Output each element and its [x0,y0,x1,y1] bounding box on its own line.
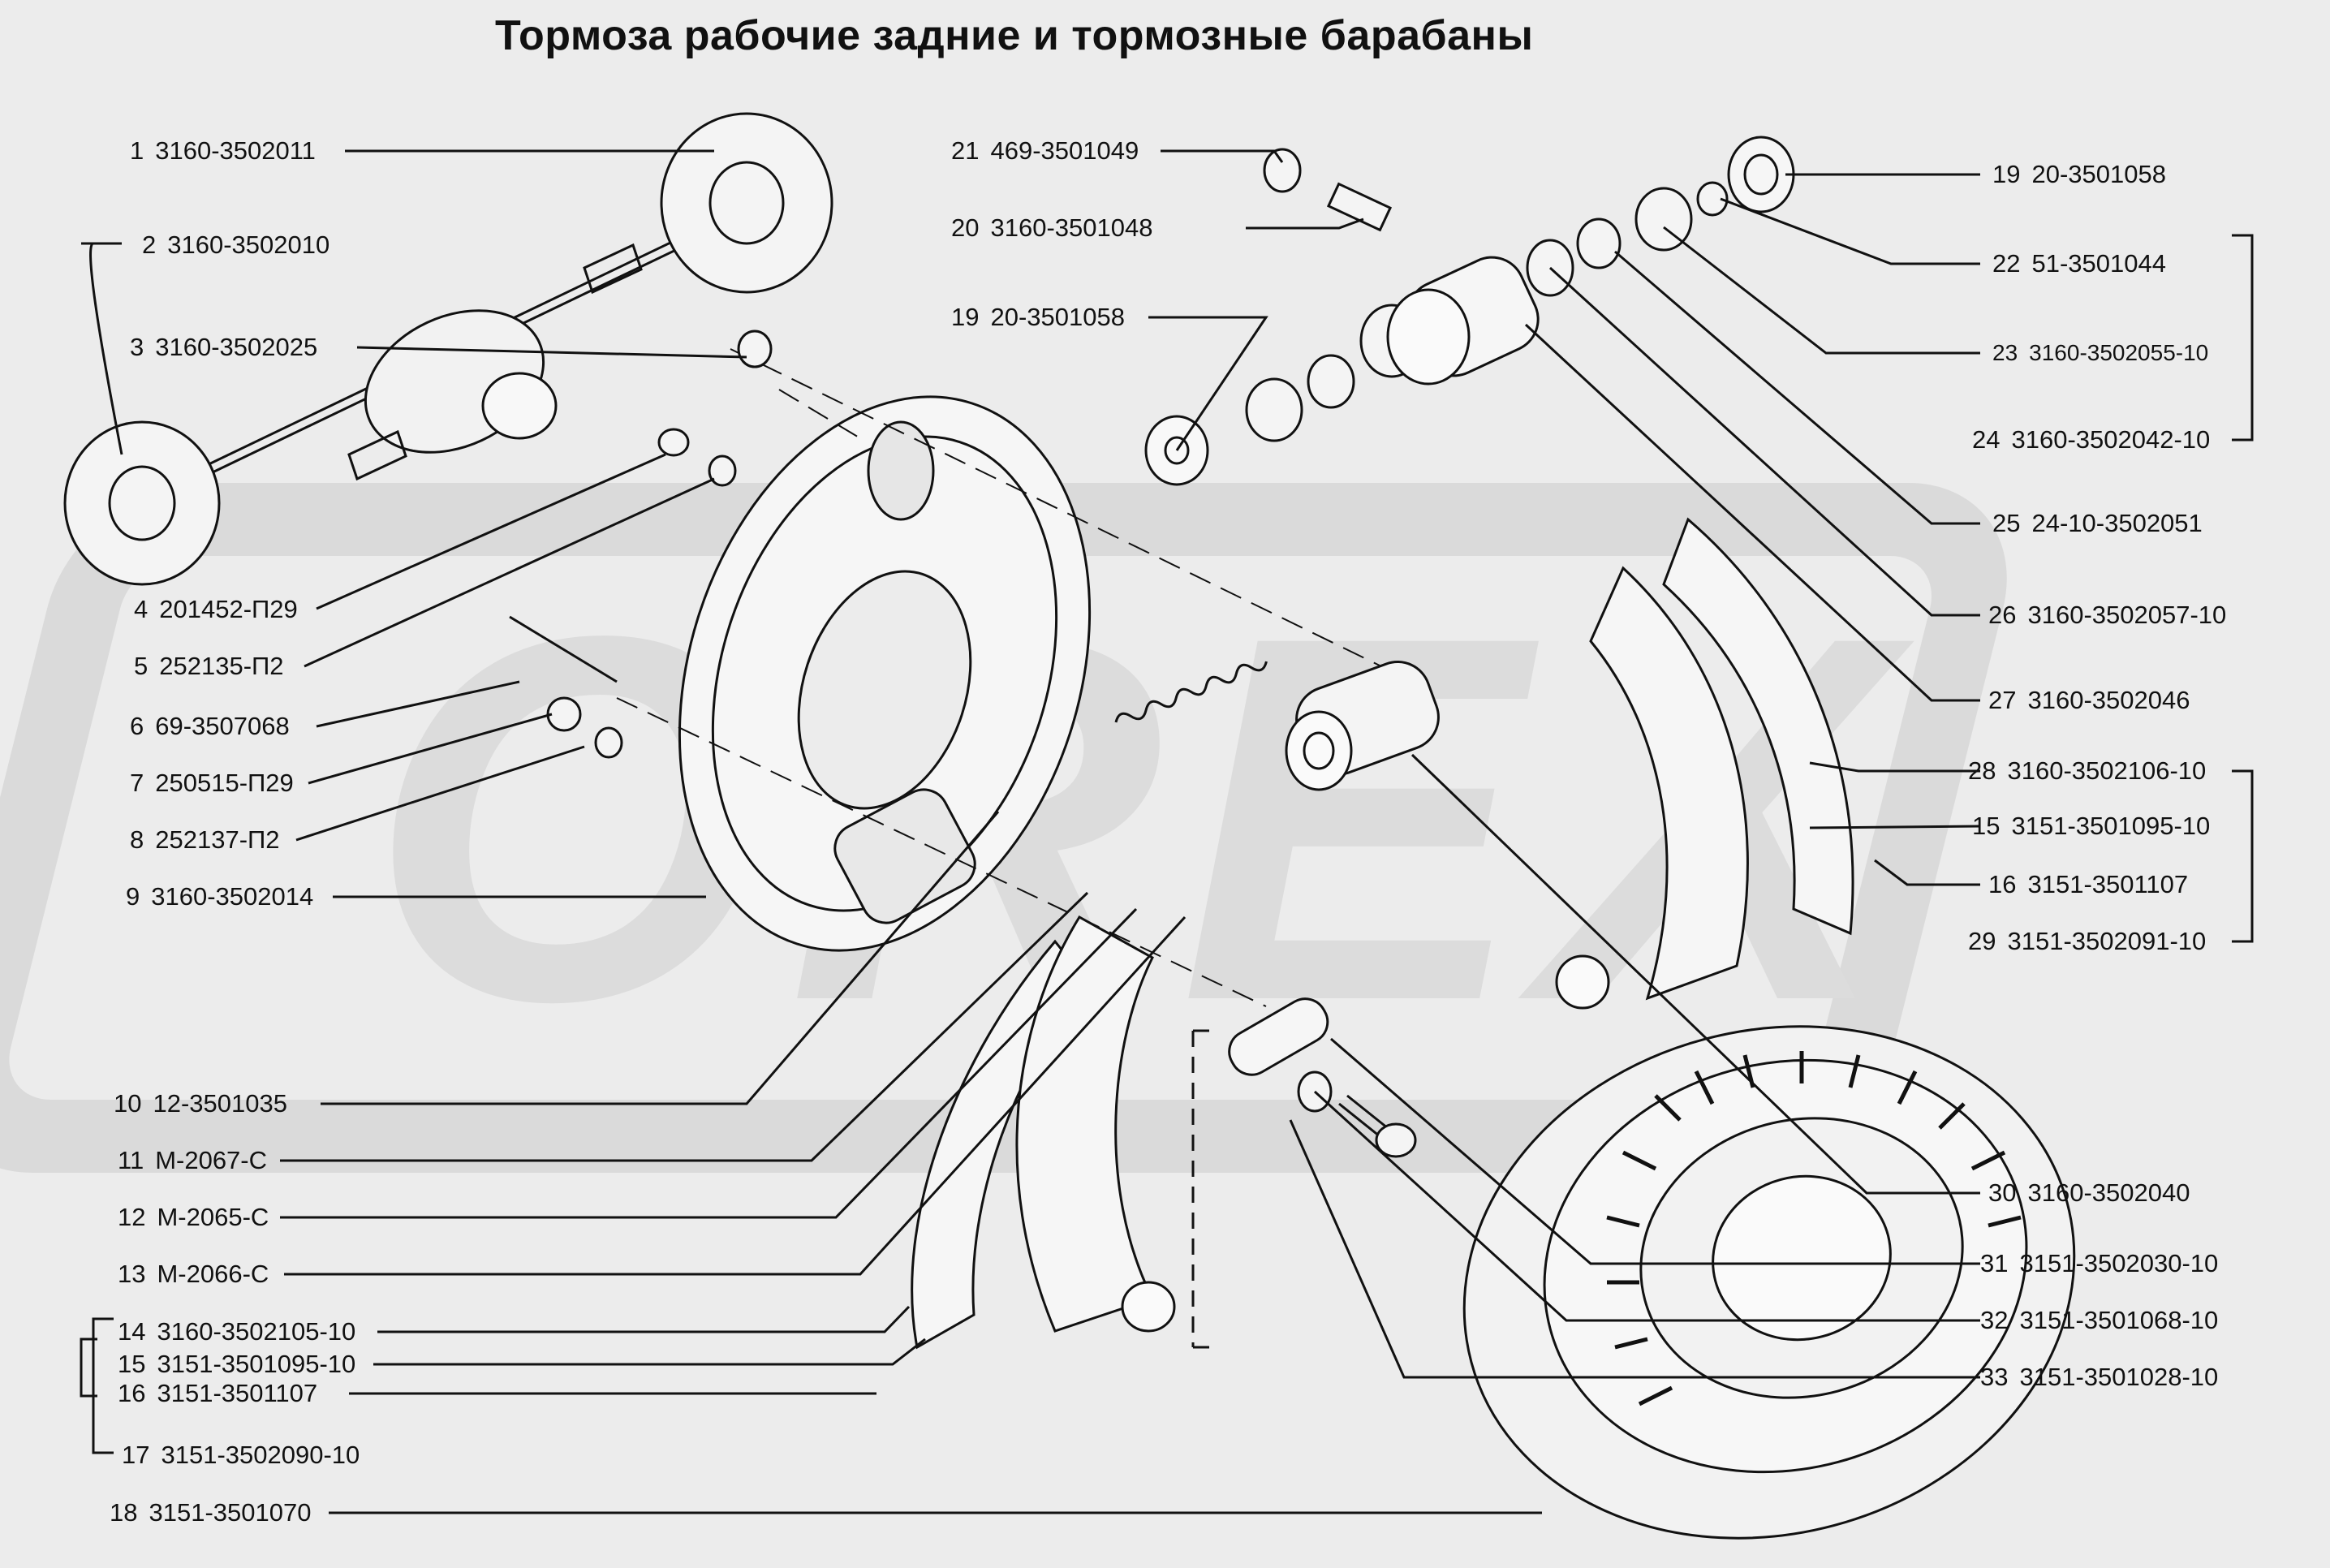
bracket-group-14-16 [80,1338,97,1398]
rear-axle-assembly [63,112,833,586]
bracket-group-14-17 [92,1317,114,1454]
leader-lines [81,149,1981,1514]
bolt-washer-group [509,330,773,759]
wheel-cylinder [1285,661,1440,791]
bracket-group-22-24 [2232,234,2254,442]
bracket-group-28-29 [2232,769,2254,943]
cylinder-exploded-parts [1144,136,1795,486]
return-spring [1114,661,1268,723]
brake-backing-plate [678,395,1092,952]
brake-drum [1462,1025,2076,1540]
brake-shoe-right [1555,517,1854,1010]
brake-shoe-left [911,915,1176,1350]
adjuster-plate-bolt [1191,997,1417,1349]
page-title: Тормоза рабочие задние и тормозные бараб… [495,12,1534,59]
